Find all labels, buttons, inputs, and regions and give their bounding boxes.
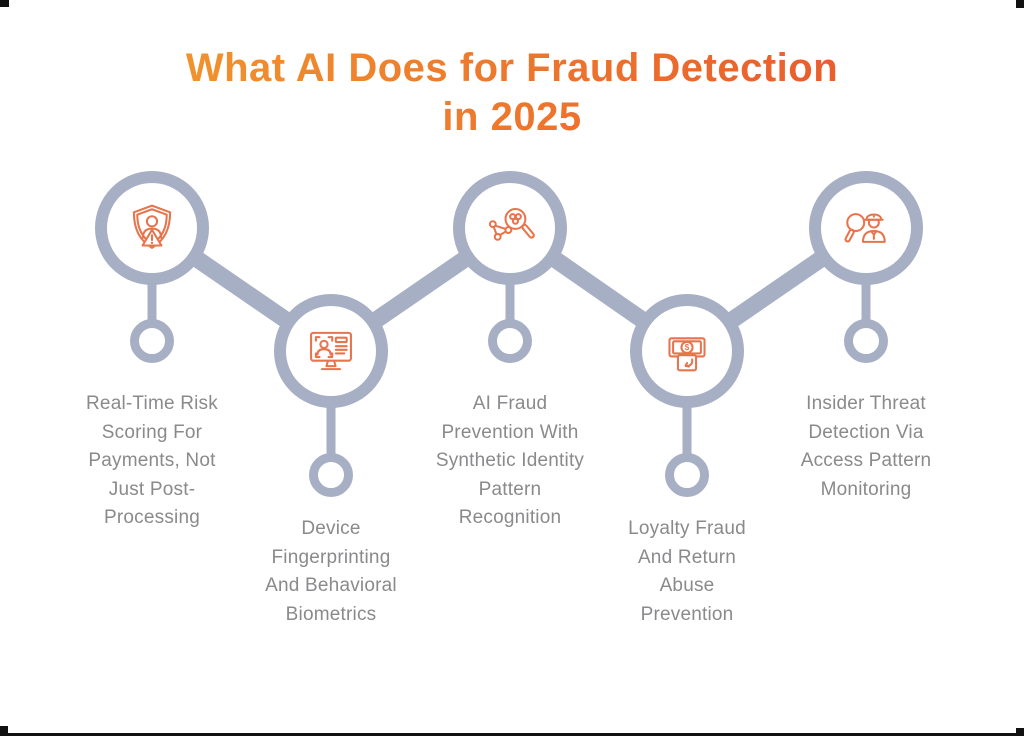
corner-mark-bottom-left (0, 726, 8, 736)
face-scan-monitor-icon (302, 322, 360, 380)
dot-ring-2 (309, 453, 353, 497)
pattern-recognition-magnifier-icon (481, 199, 539, 257)
corner-mark-top-right (1016, 0, 1024, 8)
cash-return-icon: $ (658, 322, 716, 380)
svg-text:$: $ (685, 343, 690, 352)
node-circle-5 (809, 171, 923, 285)
officer-magnifier-icon (837, 199, 895, 257)
node-circle-4 (630, 294, 744, 408)
dot-ring-4 (665, 453, 709, 497)
bottom-edge-line (0, 733, 1024, 736)
page-title: What AI Does for Fraud Detection in 2025 (0, 44, 1024, 142)
node-label-5: Insider Threat Detection Via Access Patt… (800, 393, 932, 500)
shield-user-alert-icon (123, 199, 181, 257)
dot-ring-5 (844, 319, 888, 363)
node-circle-2 (274, 294, 388, 408)
corner-mark-top-left (0, 0, 9, 7)
node-label-2: Device Fingerprinting And Behavioral Bio… (265, 518, 397, 625)
node-label-3: AI Fraud Prevention With Synthetic Ident… (435, 393, 585, 528)
terminal-dots (130, 319, 888, 497)
node-label-4: Loyalty Fraud And Return Abuse Preventio… (628, 518, 746, 625)
corner-mark-bottom-right (1016, 728, 1024, 736)
dot-ring-3 (488, 319, 532, 363)
dot-ring-1 (130, 319, 174, 363)
node-label-1: Real-Time Risk Scoring For Payments, Not… (86, 393, 218, 528)
